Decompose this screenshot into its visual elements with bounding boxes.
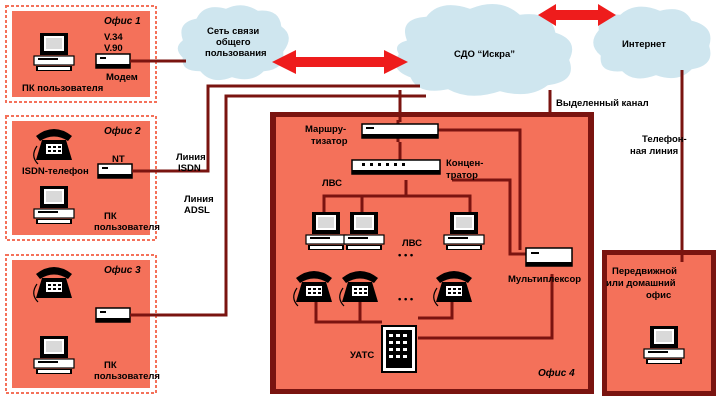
office-3-title: Офис 3 [104,264,141,276]
office-2-pc-label-1: ПК [104,211,117,222]
office-2-title: Офис 2 [104,125,141,137]
office-3-pc-label-1: ПК [104,360,117,371]
public-network-cloud: Сеть связи общего пользования [176,3,291,82]
pbx-icon [381,325,417,373]
isdn-line-label-1: Линия [176,152,206,163]
internet-label: Интернет [622,39,666,50]
sdo-iskra-cloud: СДО “Искра” [394,2,574,98]
adsl-line-label-2: ADSL [184,205,210,216]
office-3-pc-label-2: пользователя [94,371,160,382]
lan-dots: • • • [398,250,414,261]
pc-icon [343,211,385,251]
phone-line-label-1: Телефон- [642,134,687,145]
router-label-1: Маршру- [305,124,346,135]
office-1: Офис 1 V.34 V.90 Модем ПК пользователя [5,5,157,103]
modem-icon [95,53,131,69]
public-network-label-2: общего [216,37,251,48]
public-network-label-3: пользования [205,48,267,59]
modem-spec-v34: V.34 [104,32,123,43]
hub-label-1: Концен- [446,158,483,169]
pc-icon [33,185,75,225]
office-2: Офис 2 ISDN-телефон NT ПК пользователя [5,115,160,241]
modem-spec-v90: V.90 [104,43,123,54]
pc-icon [305,211,347,251]
pc-icon [33,32,75,72]
router-label-2: тизатор [311,136,348,147]
pbx-label: УАТС [350,350,374,361]
router-icon [361,123,439,139]
multiplexer-label: Мультиплексор [508,274,581,285]
adsl-modem-icon [95,307,131,323]
lan-label-2: ЛВС [402,238,422,249]
mobile-office: Передвижной или домашний офис [602,250,716,396]
pc-icon [33,335,75,375]
hub-icon [351,159,441,175]
isdn-phone-label: ISDN-телефон [22,166,89,177]
public-network-label-1: Сеть связи [207,26,259,37]
nt-icon [97,163,133,179]
internet-cloud: Интернет [591,5,712,80]
arrow-sdo-internet [538,4,616,26]
office-4-title: Офис 4 [538,367,575,379]
arrow-public-sdo [272,50,408,74]
nt-label: NT [112,154,125,165]
office-4: Маршру- тизатор Концен- тратор ЛВС • • •… [270,90,594,394]
office-2-pc-label-2: пользователя [94,222,160,233]
office-3: Офис 3 ПК пользователя [5,254,160,394]
modem-label: Модем [106,72,138,83]
isdn-line-label-2: ISDN [178,163,201,174]
sdo-iskra-label: СДО “Искра” [454,49,515,60]
pc-icon [643,325,685,365]
pc-icon [443,211,485,251]
mobile-office-title-2: или домашний [606,278,676,289]
multiplexer-icon [525,247,573,267]
lan-label-1: ЛВС [322,178,342,189]
mobile-office-title-3: офис [646,290,671,301]
office-1-title: Офис 1 [104,15,141,27]
hub-label-2: тратор [446,170,478,181]
mobile-office-title-1: Передвижной [612,266,677,277]
phone-line-label-2: ная линия [630,146,678,157]
adsl-line-label-1: Линия [184,194,214,205]
office-1-pc-label: ПК пользователя [22,83,103,94]
leased-channel-label: Выделенный канал [556,98,649,109]
phone-dots: • • • [398,294,414,305]
